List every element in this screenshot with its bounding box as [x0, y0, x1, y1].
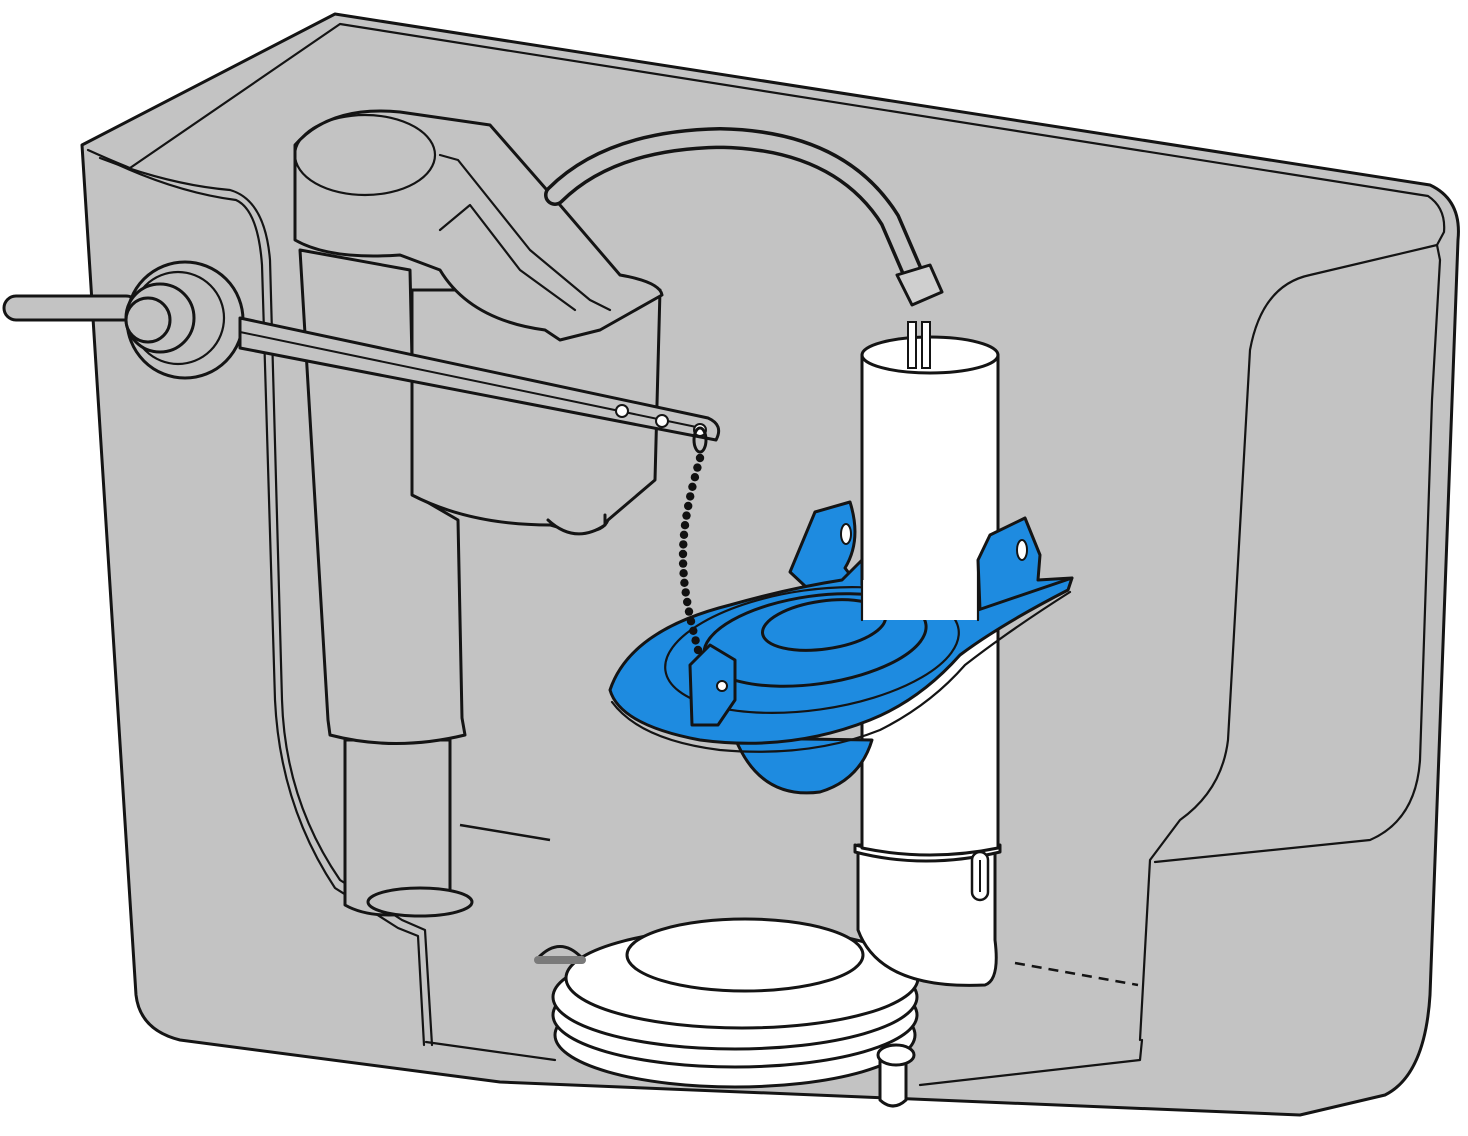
chain-bead	[682, 588, 690, 596]
flapper-ear-hole-left	[841, 524, 851, 544]
chain-bead	[679, 550, 687, 558]
mounting-nut	[878, 1045, 914, 1065]
fill-valve-base-ring	[368, 888, 472, 916]
chain-bead	[688, 483, 696, 491]
chain-bead	[679, 540, 687, 548]
lever-hole-2	[656, 415, 668, 427]
handle-lever	[4, 296, 138, 320]
chain-bead	[681, 521, 689, 529]
handle-nut-center	[126, 298, 170, 342]
chain-bead	[680, 579, 688, 587]
chain-bead	[684, 502, 692, 510]
chain-bead	[685, 607, 693, 615]
chain-bead	[693, 463, 701, 471]
overflow-tube-through-flapper	[862, 580, 978, 620]
chain-bead	[687, 617, 695, 625]
mounting-bolt	[880, 1060, 906, 1106]
chain-bead	[689, 627, 697, 635]
chain-bead	[694, 646, 702, 654]
flapper-ear-hole-right	[1017, 540, 1027, 560]
chain-bead	[679, 569, 687, 577]
chain-bead	[679, 559, 687, 567]
refill-tube-clip-pin-1	[908, 322, 916, 368]
chain-bead	[686, 492, 694, 500]
lever-hole-1	[616, 405, 628, 417]
chain-bead	[696, 454, 704, 462]
refill-tube-clip-pin-2	[922, 322, 930, 368]
flapper-tab-hole	[717, 681, 727, 691]
chain-bead	[691, 636, 699, 644]
chain-bead	[682, 511, 690, 519]
flush-valve-seat	[627, 919, 863, 991]
chain-bead	[680, 531, 688, 539]
drain-dome-base	[534, 956, 586, 964]
chain-bead	[683, 598, 691, 606]
chain-bead	[691, 473, 699, 481]
